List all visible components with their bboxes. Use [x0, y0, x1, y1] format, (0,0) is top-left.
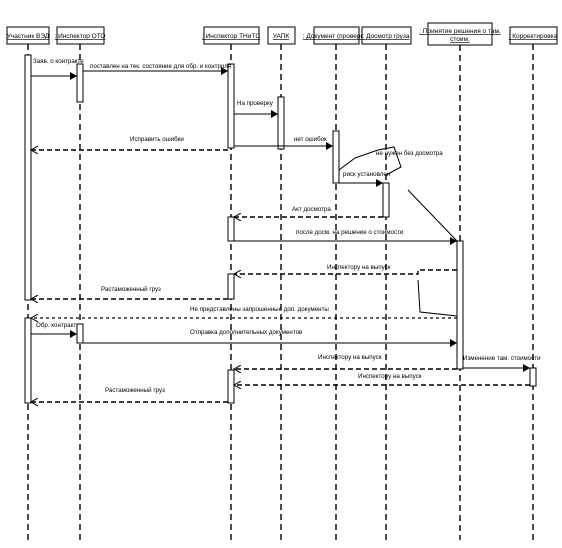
activation-p3-c — [227, 273, 235, 300]
message-m7-label: риск установлен — [343, 171, 390, 178]
participant-label-p7-line2: стоим. — [450, 36, 470, 43]
message-m10-line — [234, 269, 457, 274]
participant-label-p3: : Инспектор ТНиТС — [202, 33, 260, 40]
message-m6-line — [338, 146, 402, 176]
participant-label-p8: : Корректировка — [509, 33, 558, 40]
participant-box-p4: УАПК — [267, 26, 296, 45]
activation-p2-b — [76, 323, 84, 344]
activation-p3-a — [227, 63, 235, 149]
activation-p7 — [456, 240, 464, 370]
participant-label-p7-line1: : Принятие решения о там. — [419, 28, 501, 35]
participant-box-p5: : Документ (проверка) — [303, 26, 370, 45]
message-m13-label: Обр. контракт — [36, 322, 76, 329]
participant-box-p2: : Инспектор ОТО — [55, 26, 106, 45]
participant-label-p4: УАПК — [273, 33, 290, 40]
message-m8-label: Акт досмотра — [292, 206, 331, 213]
activation-p5 — [332, 130, 340, 184]
participant-label-p2: : Инспектор ОТО — [55, 33, 106, 40]
message-m10-label: Инспектору на выпуск — [327, 264, 391, 271]
participant-label-p6: : Досмотр груза — [362, 33, 409, 40]
participant-label-p5: : Документ (проверка) — [303, 33, 370, 40]
message-m16-label: Изменение там. стоимости — [463, 355, 541, 362]
message-m6-label: не нужен без досмотра — [376, 150, 443, 157]
activation-p6 — [382, 182, 390, 218]
participant-box-p7: : Принятие решения о там. стоим. — [419, 22, 501, 46]
activation-p3-b — [227, 216, 235, 242]
activation-p8 — [529, 367, 537, 387]
message-m12-label: Не представлены запрошенные доп. докумен… — [190, 306, 329, 313]
message-m3-label: На проверку — [237, 100, 274, 107]
activation-p4 — [277, 96, 285, 150]
activation-p2-a — [76, 63, 84, 103]
activation-p1-b — [24, 317, 32, 404]
message-m17-label: Инспектору на выпуск — [358, 373, 422, 380]
message-m9-label: после досм. на решение о стоимости — [296, 229, 404, 236]
activation-p3-d — [227, 369, 235, 404]
message-m12-connector — [417, 279, 458, 317]
activation-p1-a — [24, 54, 32, 301]
message-m18-label: Растаможенный груз — [105, 387, 165, 394]
message-m4-label: Исправить ошибки — [130, 136, 184, 143]
participant-box-p6: : Досмотр груза — [361, 26, 412, 45]
message-m5-label: нет ошибок — [294, 136, 327, 143]
connector-diagonal — [407, 189, 458, 242]
participant-box-p8: : Корректировка — [509, 26, 558, 45]
participant-label-p1: Участник ВЭД — [7, 33, 50, 40]
message-m15-label: Инспектору на выпуск — [318, 354, 382, 361]
message-m1-label: Заяв. о контракте — [33, 58, 84, 65]
participant-box-p3: : Инспектор ТНиТС — [202, 26, 260, 45]
message-m14-label: Отправка дополнительных документов — [190, 329, 303, 336]
participant-box-p1: Участник ВЭД — [6, 26, 50, 45]
message-m2-label: поставлен на тек. состояние для обр. и к… — [90, 63, 231, 70]
message-m11-label: Растаможенный груз — [101, 286, 161, 293]
